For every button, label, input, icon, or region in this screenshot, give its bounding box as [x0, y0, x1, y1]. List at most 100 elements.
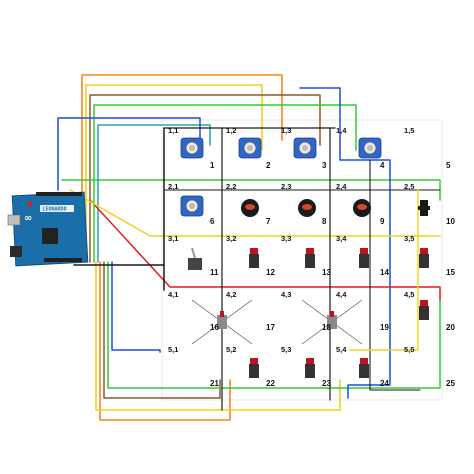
cell-number-label: 1	[210, 161, 215, 170]
cell-coordinate-label: 4,2	[226, 290, 236, 299]
wire-yellow	[85, 84, 263, 263]
cell-coordinate-label: 5,1	[168, 345, 178, 354]
cell-coordinate-label: 4,3	[281, 290, 291, 299]
cell-coordinate-label: 1,3	[281, 126, 291, 135]
cell-number-label: 4	[380, 161, 385, 170]
header-bottom	[44, 258, 82, 262]
cell-coordinate-label: 3,5	[404, 234, 414, 243]
cell-number-label: 15	[446, 268, 455, 277]
wire-red-row	[89, 199, 441, 301]
cell-number-label: 5	[446, 161, 451, 170]
cell-coordinate-label: 3,2	[226, 234, 236, 243]
cell-coordinate-label: 2,1	[168, 182, 178, 191]
cell-number-label: 9	[380, 217, 385, 226]
wire-black-right	[369, 159, 421, 391]
mcu-chip-icon	[42, 228, 58, 244]
usb-port-icon	[7, 214, 21, 226]
cell-number-label: 7	[266, 217, 271, 226]
rotary-encoder-icon	[238, 137, 262, 159]
cell-coordinate-label: 3,1	[168, 234, 178, 243]
cell-number-label: 19	[380, 323, 389, 332]
wires	[57, 74, 441, 421]
cell-coordinate-label: 1,4	[336, 126, 347, 135]
cell-coordinate-label: 5,5	[404, 345, 414, 354]
rotary-switch-icon	[301, 299, 363, 345]
cell-coordinate-label: 1,5	[404, 126, 414, 135]
reset-button-icon	[27, 201, 33, 207]
cell-number-label: 2	[266, 161, 271, 170]
cell-number-label: 3	[322, 161, 327, 170]
rotary-encoder-icon	[180, 137, 204, 159]
wire-green-row2	[61, 179, 441, 201]
cell-number-label: 25	[446, 379, 455, 388]
wire-green-bottom	[107, 261, 441, 389]
rotary-switch-icon	[191, 299, 253, 345]
cell-coordinate-label: 1,1	[168, 126, 178, 135]
wire-teal	[97, 124, 211, 263]
cell-coordinate-label: 2,4	[336, 182, 347, 191]
board-label: LEONARDO	[43, 207, 67, 213]
cell-number-label: 13	[322, 268, 331, 277]
black-pushbutton-icon	[241, 199, 259, 217]
wire-blue-left	[111, 261, 161, 353]
cell-number-label: 21	[210, 379, 219, 388]
red-pushbutton-icon	[305, 248, 315, 268]
rotary-encoder-icon	[293, 137, 317, 159]
cell-number-label: 16	[210, 323, 219, 332]
cell-number-label: 10	[446, 217, 455, 226]
red-pushbutton-icon	[249, 248, 259, 268]
cell-coordinate-label: 2,2	[226, 182, 236, 191]
cell-number-label: 17	[266, 323, 275, 332]
wire-yellow-col5	[349, 189, 419, 351]
header-top	[36, 192, 82, 196]
cell-number-label: 22	[266, 379, 275, 388]
cell-coordinate-label: 4,1	[168, 290, 178, 299]
power-jack-icon	[10, 246, 22, 257]
cell-number-label: 23	[322, 379, 331, 388]
wire-yellow-bottom	[95, 261, 341, 411]
cell-number-label: 6	[210, 217, 215, 226]
rotary-encoder-icon	[358, 137, 382, 159]
cell-coordinate-label: 4,5	[404, 290, 414, 299]
wire-blue-top	[57, 117, 201, 191]
cell-coordinate-label: 5,4	[336, 345, 347, 354]
cell-coordinate-label: 2,5	[404, 182, 414, 191]
wire-green-top	[93, 104, 357, 263]
cell-coordinate-label: 1,2	[226, 126, 236, 135]
red-pushbutton-icon	[359, 358, 369, 378]
red-pushbutton-icon	[419, 248, 429, 268]
cell-number-label: 24	[380, 379, 389, 388]
cell-coordinate-label: 3,3	[281, 234, 291, 243]
cell-number-label: 8	[322, 217, 327, 226]
black-pushbutton-icon	[298, 199, 316, 217]
black-pushbutton-icon	[353, 199, 371, 217]
cell-coordinate-label: 2,3	[281, 182, 291, 191]
cell-number-label: 20	[446, 323, 455, 332]
cell-number-label: 14	[380, 268, 389, 277]
cell-number-label: 12	[266, 268, 275, 277]
cell-coordinate-label: 5,2	[226, 345, 236, 354]
cell-coordinate-label: 3,4	[336, 234, 347, 243]
cell-coordinate-label: 4,4	[336, 290, 347, 299]
wire-blue-right	[299, 87, 391, 399]
toggle-switch-icon	[188, 247, 202, 270]
cell-coordinate-label: 5,3	[281, 345, 291, 354]
red-pushbutton-icon	[359, 248, 369, 268]
rotary-encoder-icon	[180, 195, 204, 217]
grid-panel	[161, 119, 443, 401]
arduino-logo-icon: ∞	[24, 213, 32, 224]
red-pushbutton-icon	[249, 358, 259, 378]
wire-brown	[89, 94, 321, 263]
cell-number-label: 11	[210, 268, 219, 277]
arduino-board: LEONARDO ∞	[7, 191, 89, 267]
wire-orange	[81, 74, 283, 263]
wire-brown-bottom	[103, 261, 221, 399]
cell-number-label: 18	[322, 323, 331, 332]
red-pushbutton-icon	[305, 358, 315, 378]
black-pushbutton-icon	[418, 200, 430, 216]
wire-yellow-row	[69, 189, 441, 237]
wire-orange-bottom	[99, 261, 231, 421]
components	[180, 137, 430, 378]
